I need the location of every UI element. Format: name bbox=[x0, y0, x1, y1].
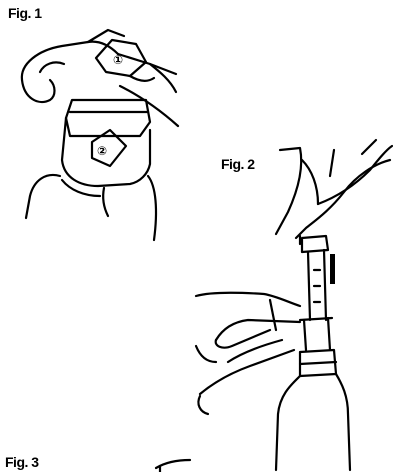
figure-3-illustration bbox=[156, 460, 190, 472]
callout-1: ① bbox=[113, 53, 123, 67]
figure-2-illustration bbox=[196, 140, 392, 470]
figure-1-illustration bbox=[22, 30, 178, 240]
callout-2: ② bbox=[97, 144, 107, 158]
